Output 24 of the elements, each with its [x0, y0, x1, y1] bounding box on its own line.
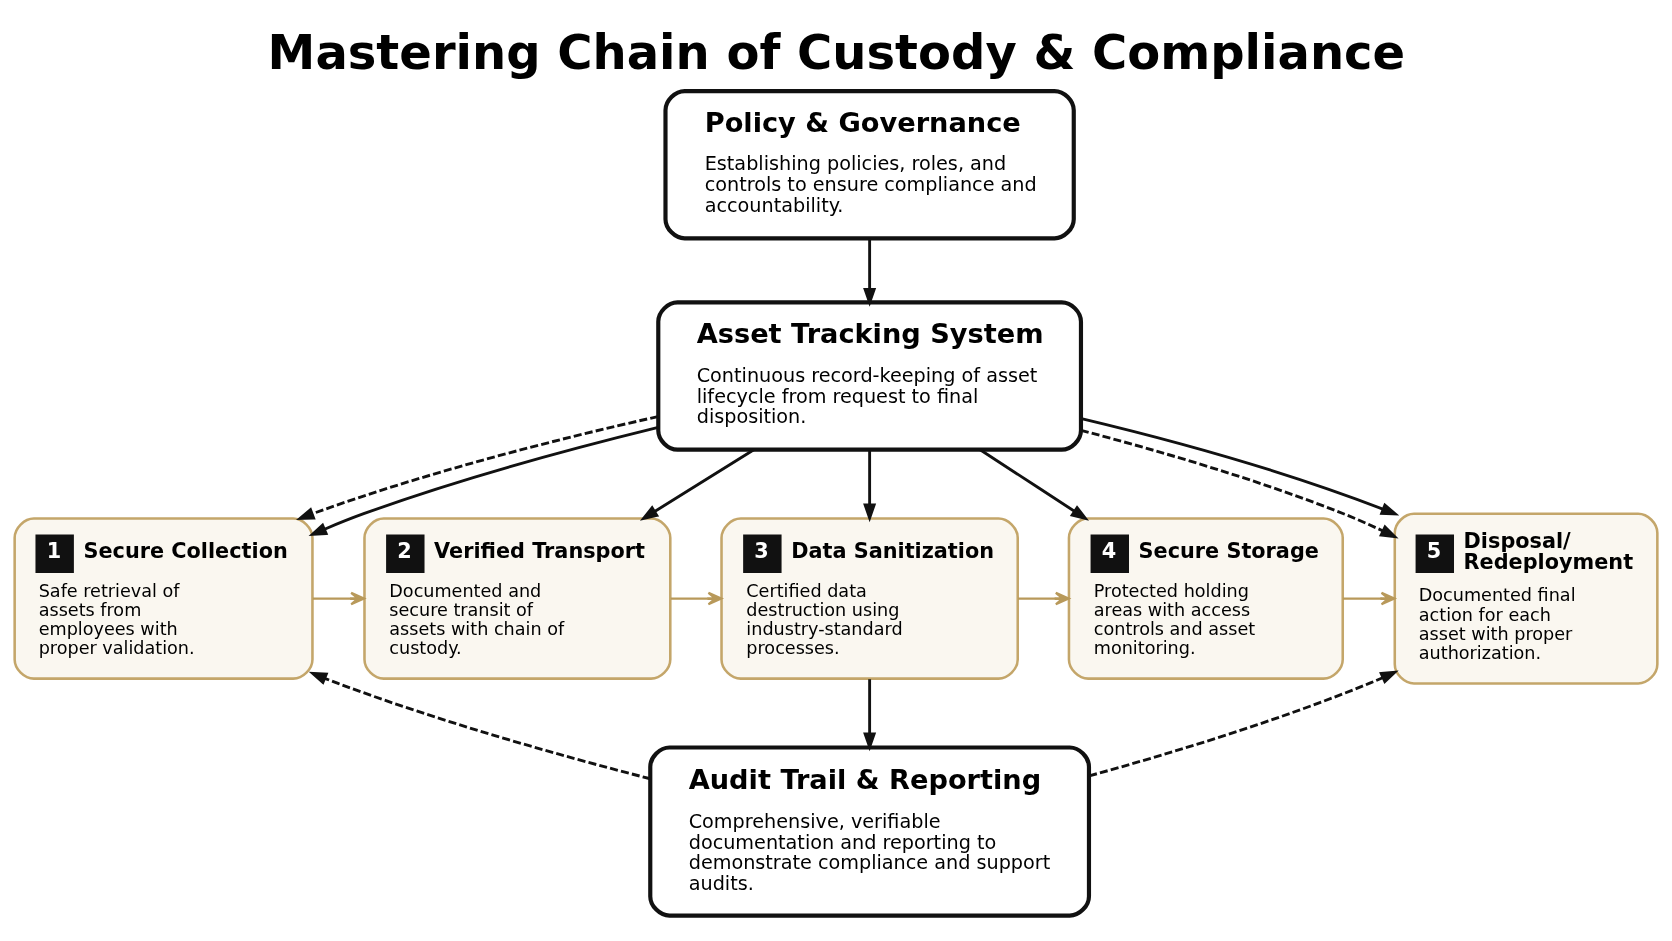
arrow: [863, 679, 877, 752]
arrow: [295, 415, 659, 520]
diagram-title: Mastering Chain of Custody & Compliance: [267, 23, 1406, 80]
arrow: [670, 591, 723, 606]
arrow: [1081, 417, 1400, 516]
node-box: 4 Secure Storage Protected holding areas with access controls and asset monitoring.: [1067, 517, 1344, 680]
arrow: [308, 671, 651, 781]
node-box: 3 Data Sanitization Certified data destruction using industry-standard processes.: [720, 517, 1019, 680]
arrow: [1080, 428, 1399, 539]
node-box: 2 Verified Transport Documented and secure transit of assets with chain of custody.: [363, 517, 672, 680]
node-box: 1 Secure Collection Safe retrieval of assets from employees with proper validation.: [13, 517, 314, 680]
node-box: Asset Tracking System Continuous record-keeping of asset lifecycle from request to final disposition.: [656, 300, 1084, 452]
arrow: [639, 448, 755, 521]
arrow: [1088, 670, 1399, 778]
node-box: Audit Trail & Reporting Comprehensive, verifiable documentation and reporting to demonstrate compliance and support audits.: [648, 745, 1092, 918]
arrow: [1018, 591, 1070, 606]
arrow: [308, 426, 659, 537]
arrow: [1342, 591, 1396, 606]
node-box: Policy & Governance Establishing policies, roles, and controls to ensure compliance and accountability.: [663, 88, 1076, 241]
arrow: [312, 591, 366, 606]
arrow: [863, 450, 877, 523]
node-box: 5 Disposal/ Redeployment Documented final action for each asset with proper authorization.: [1393, 512, 1659, 685]
arrow: [979, 448, 1090, 521]
arrow: [863, 238, 877, 307]
